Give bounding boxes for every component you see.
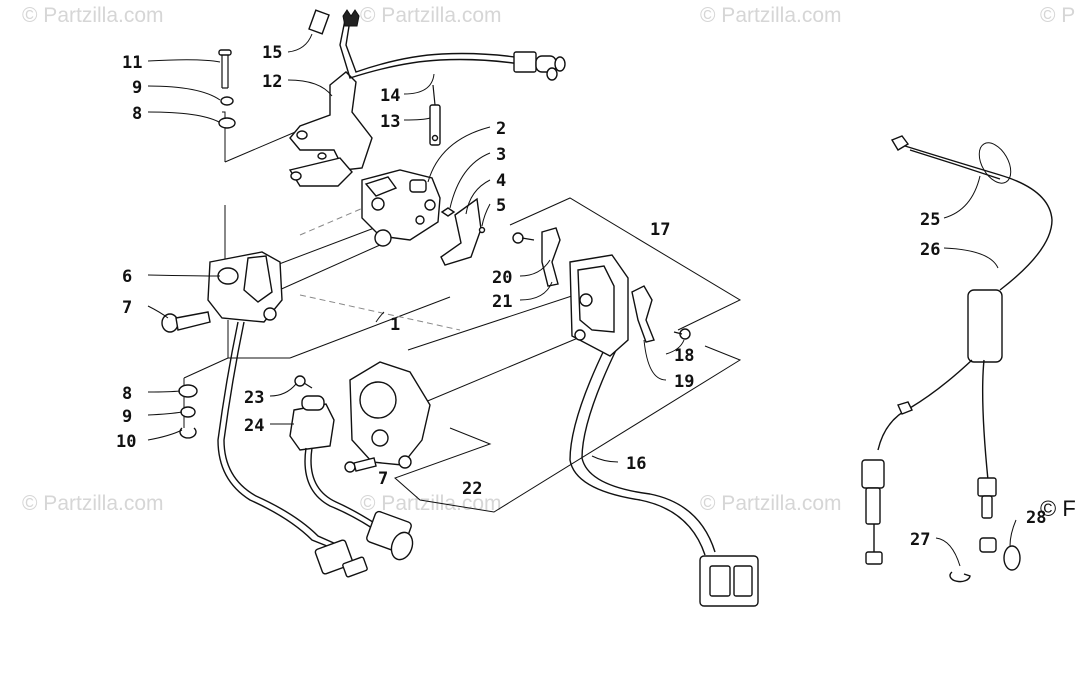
assembly-outlines [183,111,742,513]
group1-bracket-left [222,111,226,162]
clip-10 [179,427,197,439]
callout-7-bottom: 7 [378,469,388,489]
callout-9-top: 9 [132,78,142,98]
callout-23: 23 [244,388,264,408]
watermark-mid-3: © Partzilla.com [700,492,842,515]
switch-housing-2 [361,169,441,247]
lever-21 [541,227,561,287]
watermark-top-4: © P [1040,4,1075,27]
callout-7-top: 7 [122,298,132,318]
callout-12: 12 [262,72,282,92]
callout-15: 15 [262,43,282,63]
switch-24 [289,395,414,561]
screw-23 [294,375,313,389]
callout-17: 17 [650,220,670,240]
watermark-top-3: © Partzilla.com [700,4,842,27]
callout-4: 4 [496,171,506,191]
callout-16: 16 [626,454,646,474]
leader-lines [147,33,1017,567]
callout-25: 25 [920,210,940,230]
throttle-cable [861,135,1053,565]
watermark-top-2: © Partzilla.com [360,4,502,27]
callout-5: 5 [496,196,506,216]
lock-washer-9-top [220,96,234,106]
screw-7-top [161,311,211,333]
callout-14: 14 [380,86,400,106]
lock-washer-9-bottom [180,406,196,418]
callout-2: 2 [496,119,506,139]
callout-1: 1 [390,315,400,335]
callout-27: 27 [910,530,930,550]
group1-line-f [183,357,229,379]
clip-27 [949,571,971,583]
hardware-3-4-5 [440,197,486,266]
watermark-mid-2: © Partzilla.com [360,492,502,515]
screw-20 [512,232,535,244]
screw-7-bottom [344,457,377,473]
ring-28 [1003,545,1021,571]
callout-22: 22 [462,479,482,499]
callout-13: 13 [380,112,400,132]
callout-28: 28 [1026,508,1046,528]
callout-11: 11 [122,53,142,73]
shaft-line-4 [417,337,579,406]
watermark-mid-4: © F [1040,496,1076,521]
group22-outline [394,345,742,513]
harness-14 [339,9,566,81]
harness-16 [217,321,759,607]
callout-3: 3 [496,145,506,165]
group17-outline [509,197,742,331]
shaft-line-2 [267,244,381,296]
watermark-mid-1: © Partzilla.com [22,492,164,515]
shaft-dash-2 [299,294,461,331]
callout-9-bottom: 9 [122,407,132,427]
watermarks: © Partzilla.com © Partzilla.com © Partzi… [22,4,1076,521]
callout-20: 20 [492,268,512,288]
callout-8-top: 8 [132,104,142,124]
group1-line-e [289,296,451,359]
callout-6: 6 [122,267,132,287]
terminal-13 [429,84,441,146]
shaft-line-3 [407,289,591,351]
group1-line-a [224,129,301,163]
lever-19 [631,285,655,343]
callout-26: 26 [920,240,940,260]
washer-8-bottom [178,384,198,398]
callout-19: 19 [674,372,694,392]
shaft-dash-1 [299,204,371,236]
washer-8-top [218,117,236,129]
lever-assembly-17 [569,254,629,357]
throttle-housing-22 [349,361,431,469]
fitting-27 [979,537,997,553]
callout-24: 24 [244,416,264,436]
tag-15 [308,9,330,35]
callout-10: 10 [116,432,136,452]
parts [161,9,1053,607]
screw-18 [673,328,691,340]
watermark-top-1: © Partzilla.com [22,4,164,27]
callout-labels: 11 9 8 15 12 14 13 2 3 4 5 17 6 7 1 20 2… [116,43,1046,550]
bracket-12 [288,71,373,187]
callout-21: 21 [492,292,512,312]
bolt-11 [218,49,232,89]
callout-8-bottom: 8 [122,384,132,404]
callout-18: 18 [674,346,694,366]
clamp-6 [207,251,283,323]
